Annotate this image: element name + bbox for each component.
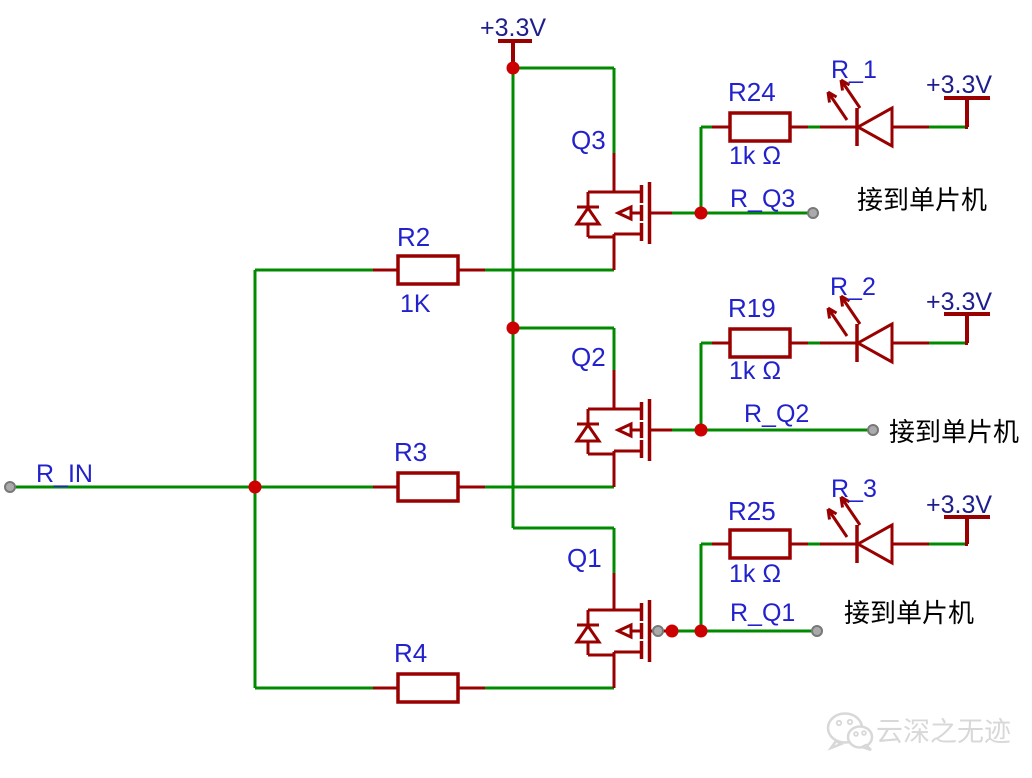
power-bar-icon [944,312,990,345]
led-r3: R_3 [820,475,929,566]
power-label: +3.3V [926,71,992,99]
wire-power-rail [511,44,616,573]
led-label-r1: R_1 [831,56,877,84]
designator-r19: R19 [728,293,776,323]
led-label-r3: R_3 [831,475,877,503]
resistor-r19: R19 1k Ω [712,293,808,385]
led-emit-arrows-icon [826,294,862,337]
junction-dot [506,61,520,75]
junction-dot [248,480,262,494]
wechat-icon [826,712,874,752]
resistor-r4: R4 [373,638,485,704]
watermark-text: 云深之无迹 [876,717,1011,747]
mosfet-bulk-arrow-icon [614,421,633,439]
resistor-r25: R25 1k Ω [712,496,808,588]
resistor-body [728,111,792,143]
terminal-pin-q1-out [811,625,823,637]
mosfet-bulk-arrow-icon [614,204,633,222]
value-r2: 1K [400,290,431,318]
terminal-pin-q2-out [867,424,879,436]
mcu-note-q3: 接到单片机 [857,185,987,215]
body-diode-triangle [574,623,602,644]
pin-end-dot [652,625,664,637]
body-diode-triangle [574,422,602,443]
resistor-body [396,254,460,286]
designator-q1: Q1 [567,543,602,573]
wire-led-segments [808,125,965,546]
mosfet-channel-and-gate-bars [639,182,652,244]
designator-r2: R2 [397,222,430,252]
led-triangle [854,321,894,365]
mcu-note-q2: 接到单片机 [889,417,1019,447]
power-port-led1: +3.3V [926,71,992,129]
led-emit-arrows-icon [826,495,862,538]
designator-q3: Q3 [571,125,606,155]
power-port-led3: +3.3V [926,491,992,546]
power-port-led2: +3.3V [926,288,992,345]
led-r1: R_1 [820,56,929,149]
value-r24: 1k Ω [729,142,781,170]
power-bar-icon [944,96,990,129]
designator-q2: Q2 [571,342,606,372]
led-emit-arrows-icon [826,78,862,121]
junction-dot [506,321,520,335]
net-label-r-q3: R_Q3 [730,185,795,213]
designator-r25: R25 [728,496,776,526]
mosfet-q2: Q2 [571,342,672,487]
mosfet-q1: Q1 [567,543,672,688]
mcu-note-q1: 接到单片机 [844,598,974,628]
led-r2: R_2 [820,273,929,365]
power-label: +3.3V [926,491,992,519]
junction-dot [694,423,708,437]
led-label-r2: R_2 [830,273,876,301]
mosfet-q3: Q3 [571,125,672,270]
power-label: +3.3V [926,288,992,316]
junction-dot [665,624,679,638]
wire-input-bus [10,268,373,690]
led-triangle [854,105,894,149]
designator-r3: R3 [394,437,427,467]
net-label-r-in: R_IN [36,460,93,488]
power-bar-icon [944,515,990,546]
resistor-body [728,528,792,560]
resistor-r3: R3 [373,437,485,503]
mosfet-channel-and-gate-bars [639,600,652,662]
resistor-r24: R24 1k Ω [712,77,808,170]
junction-dot [694,206,708,220]
mosfet-channel-and-gate-bars [639,399,652,461]
body-diode-triangle [574,205,602,226]
resistor-r2: R2 1K [373,222,485,318]
resistor-body [396,672,460,704]
value-r25: 1k Ω [729,560,781,588]
net-label-r-q1: R_Q1 [730,599,795,627]
resistor-body [728,327,792,359]
watermark: 云深之无迹 [826,712,1011,752]
terminal-pin-q3-out [807,207,819,219]
value-r19: 1k Ω [729,357,781,385]
power-port-top: +3.3V [480,14,546,68]
resistor-body [396,471,460,503]
net-label-r-q2: R_Q2 [744,400,809,428]
terminal-pin-input [4,481,16,493]
designator-r24: R24 [728,77,776,107]
junction-dot [694,624,708,638]
designator-r4: R4 [394,638,427,668]
power-label: +3.3V [480,14,546,42]
mosfet-bulk-arrow-icon [614,622,633,640]
led-triangle [854,522,894,566]
